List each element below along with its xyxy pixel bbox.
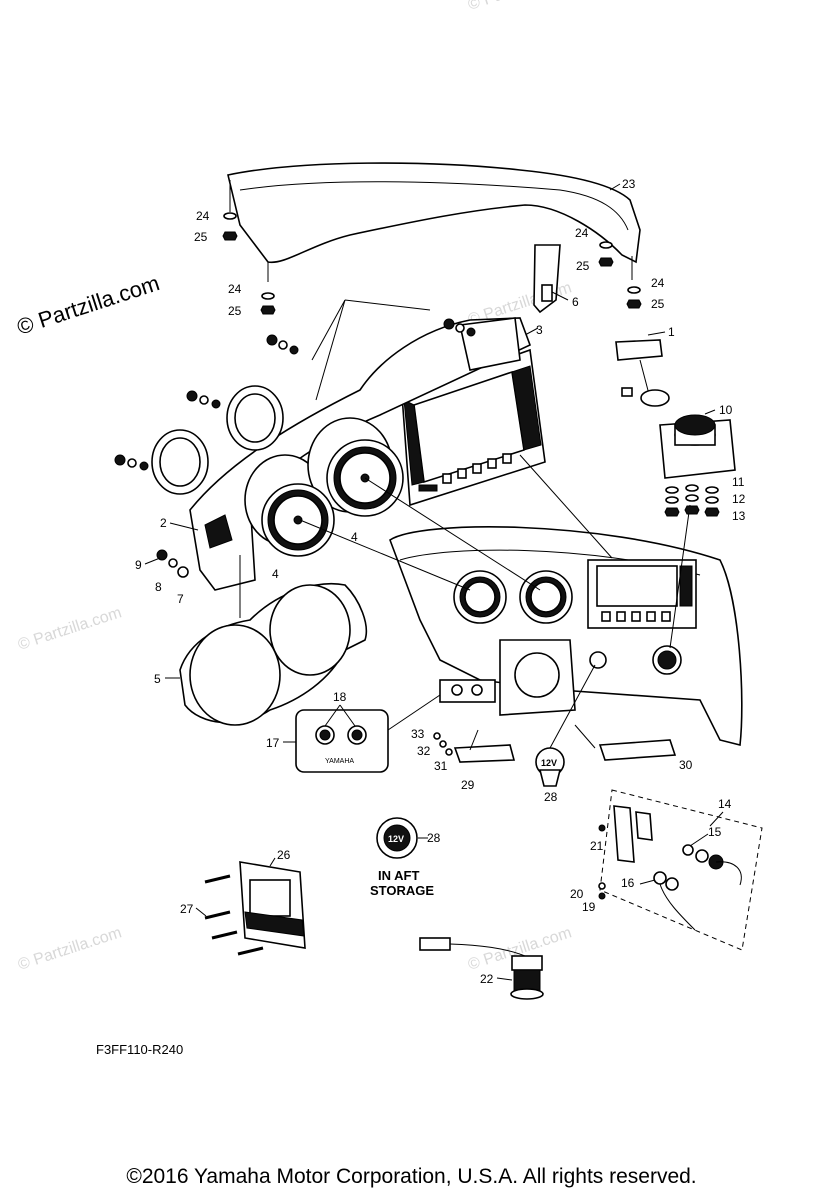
callout-11: 11 (732, 475, 745, 489)
callout-6: 6 (572, 295, 579, 309)
callout-26: 26 (277, 848, 291, 862)
callout-24c: 24 (651, 276, 665, 290)
socket-12v-part-28: 12V (535, 747, 565, 787)
gauge-bezel-rings (151, 385, 284, 495)
callout-5: 5 (154, 672, 161, 686)
callout-25b: 25 (576, 259, 590, 273)
callout-24b: 24 (575, 226, 589, 240)
brand-plate-text: YAMAHA (325, 758, 354, 765)
callout-24d: 24 (228, 282, 242, 296)
callout-7: 7 (177, 592, 184, 606)
callout-2: 2 (160, 516, 167, 530)
dashboard-assembly (299, 454, 743, 746)
module-part-26 (239, 861, 306, 949)
callout-21: 21 (590, 839, 604, 853)
callout-15: 15 (708, 825, 722, 839)
callout-32: 32 (417, 744, 431, 758)
gauge-part-4a (261, 483, 335, 557)
panel-fasteners (114, 299, 476, 578)
watermark: © Partzilla.com (14, 270, 163, 340)
callout-28a: 28 (544, 790, 558, 804)
copyright-footer: ©2016 Yamaha Motor Corporation, U.S.A. A… (126, 1165, 697, 1188)
callout-29: 29 (461, 778, 475, 792)
callout-4a: 4 (351, 530, 358, 544)
callout-30: 30 (679, 758, 693, 772)
aft-storage-line2: STORAGE (370, 883, 434, 898)
handle-part-29 (453, 744, 516, 763)
handle-part-30 (598, 739, 677, 761)
callout-17: 17 (266, 736, 280, 750)
callout-23: 23 (622, 177, 636, 191)
callout-27: 27 (180, 902, 194, 916)
aft-storage-line1: IN AFT (378, 868, 419, 883)
callout-19: 19 (582, 900, 596, 914)
diagram-code: F3FF110-R240 (96, 1042, 184, 1057)
transducer-part-22 (419, 937, 544, 1000)
aft-storage-socket: 12V IN AFT STORAGE (370, 817, 434, 898)
connector-part-1 (615, 339, 670, 407)
callout-25a: 25 (194, 230, 208, 244)
screws-part-27 (204, 874, 264, 956)
callout-25d: 25 (228, 304, 242, 318)
wiring-kit-part-14 (599, 789, 763, 951)
watermark-faint: © Partzilla.com (16, 604, 124, 653)
callout-20: 20 (570, 887, 584, 901)
callout-28b: 28 (427, 831, 441, 845)
watermark-faint: © Partzilla.com (16, 924, 124, 973)
visor-cover-part-23 (227, 162, 641, 282)
gauge-trim-bezel-part-5 (179, 582, 367, 726)
aft-socket-12v-label: 12V (388, 834, 404, 844)
callout-9: 9 (135, 558, 142, 572)
watermark-faint: © Partzilla.com (466, 0, 574, 14)
callout-33: 33 (411, 727, 425, 741)
knob-hardware (664, 484, 720, 517)
callout-14: 14 (718, 797, 732, 811)
callout-25c: 25 (651, 297, 665, 311)
callout-13: 13 (732, 509, 746, 523)
callout-22: 22 (480, 972, 494, 986)
callout-12: 12 (732, 492, 746, 506)
callout-4b: 4 (272, 567, 279, 581)
callout-3: 3 (536, 323, 543, 337)
callout-8: 8 (155, 580, 162, 594)
callout-1: 1 (668, 325, 675, 339)
callout-10: 10 (719, 403, 733, 417)
washer-nut-groups (222, 212, 642, 315)
callout-18: 18 (333, 690, 347, 704)
socket-12v-label: 12V (541, 758, 557, 768)
display-monitor-part-3 (401, 348, 546, 507)
switch-plate-part-17: YAMAHA (295, 709, 389, 773)
callout-31: 31 (434, 759, 448, 773)
bracket-part-6 (533, 244, 561, 314)
callout-24a: 24 (196, 209, 210, 223)
callout-16: 16 (621, 876, 635, 890)
controller-knob-part-10 (659, 414, 736, 479)
callouts: 1 2 3 4 4 5 6 7 8 9 10 11 12 13 14 15 16… (135, 177, 746, 986)
